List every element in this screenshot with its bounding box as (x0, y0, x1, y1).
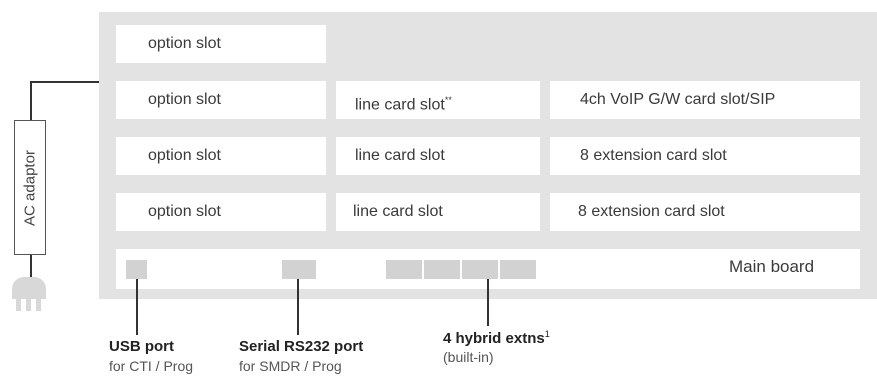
option-slot-2-label: option slot (148, 91, 221, 108)
usb-port (126, 260, 147, 279)
serial-port-subtitle: for SMDR / Prog (239, 358, 342, 374)
option-slot-4: option slot (116, 193, 326, 231)
adaptor-cable-vertical (30, 81, 32, 120)
serial-port-title: Serial RS232 port (239, 338, 364, 355)
option-slot-1-label: option slot (148, 35, 221, 52)
hybrid-ext-port-4 (500, 260, 536, 279)
option-slot-4-label: option slot (148, 203, 221, 220)
usb-leader-line (136, 279, 138, 335)
hybrid-extns-title: 4 hybrid extns1 (443, 329, 550, 347)
main-board-label: Main board (729, 257, 815, 276)
ac-adaptor-label: AC adaptor (21, 149, 39, 226)
voip-card-slot-label: 4ch VoIP G/W card slot/SIP (580, 91, 776, 108)
voip-card-slot: 4ch VoIP G/W card slot/SIP (550, 81, 860, 119)
plug-cable (30, 255, 32, 277)
hybrid-extns-footnote-mark: 1 (544, 329, 550, 339)
line-card-slot-3: line card slot (336, 193, 540, 231)
usb-port-title: USB port (109, 338, 174, 355)
hybrid-extns-subtitle: (built-in) (443, 349, 494, 365)
plug-icon (12, 277, 46, 299)
usb-port-subtitle: for CTI / Prog (109, 358, 194, 374)
serial-port (282, 260, 316, 279)
line-card-slot-3-label: line card slot (353, 203, 443, 220)
line-card-footnote-mark: ** (444, 95, 452, 105)
hybrid-extns-title-text: 4 hybrid extns (443, 330, 545, 347)
adaptor-cable-horizontal (30, 81, 99, 83)
line-card-slot-1: line card slot** (336, 81, 540, 119)
line-card-slot-1-label: line card slot (355, 96, 445, 114)
plug-prong-1 (16, 299, 21, 311)
extension-card-slot-1-label: 8 extension card slot (580, 147, 727, 164)
plug-prong-2 (26, 299, 31, 311)
option-slot-3: option slot (116, 137, 326, 175)
hybrid-ext-port-3 (462, 260, 498, 279)
extension-card-slot-2: 8 extension card slot (550, 193, 860, 231)
option-slot-3-label: option slot (148, 147, 221, 164)
serial-leader-line (297, 279, 299, 335)
option-slot-2: option slot (116, 81, 326, 119)
hybrid-leader-line (487, 279, 489, 326)
extension-card-slot-2-label: 8 extension card slot (578, 203, 725, 220)
hybrid-ext-port-2 (424, 260, 460, 279)
hybrid-ext-port-1 (386, 260, 422, 279)
line-card-slot-2: line card slot (336, 137, 540, 175)
extension-card-slot-1: 8 extension card slot (550, 137, 860, 175)
option-slot-1: option slot (116, 25, 326, 63)
plug-prong-3 (36, 299, 41, 311)
ac-adaptor: AC adaptor (14, 120, 46, 255)
line-card-slot-2-label: line card slot (355, 147, 445, 164)
